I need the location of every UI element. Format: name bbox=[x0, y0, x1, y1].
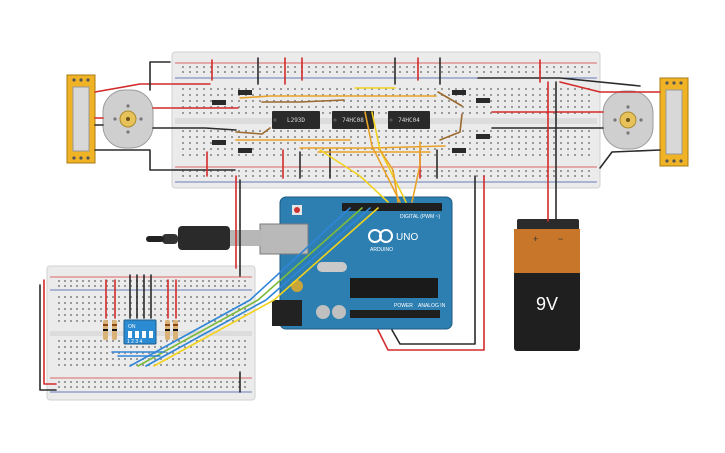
left-motor-assembly bbox=[66, 74, 154, 164]
right-dc-motor bbox=[602, 90, 654, 150]
chip-label: 74HC04 bbox=[398, 117, 420, 124]
digital-header-label: DIGITAL (PWM ~) bbox=[400, 214, 440, 220]
arduino-brand: ARDUINO bbox=[370, 247, 393, 253]
battery-plus: + bbox=[533, 234, 538, 244]
battery-minus: − bbox=[558, 234, 563, 244]
usb-cable bbox=[146, 226, 262, 250]
analog-header-label: ANALOG IN bbox=[418, 303, 446, 309]
wires bbox=[39, 57, 661, 393]
chip-label: L293D bbox=[287, 117, 305, 124]
top-board-components bbox=[212, 90, 490, 153]
chip-label: 74HC08 bbox=[342, 117, 364, 124]
top-breadboard bbox=[171, 51, 601, 189]
battery-9v: + − 9V bbox=[514, 219, 580, 351]
breadboard-holes bbox=[58, 280, 246, 388]
right-motor-assembly bbox=[602, 77, 689, 167]
arduino-logo bbox=[368, 229, 393, 243]
left-dc-motor bbox=[102, 89, 154, 149]
battery-label: 9V bbox=[536, 294, 558, 314]
resistors bbox=[103, 320, 178, 340]
dip-switch-label: ON bbox=[128, 324, 136, 330]
ic-chip-74hc04: 74HC04 bbox=[388, 111, 430, 129]
arduino-model: UNO bbox=[396, 232, 418, 243]
arduino-uno-board: ARDUINO UNO DIGITAL (PWM ~) POWER ANALOG… bbox=[259, 196, 453, 330]
ic-chip-74hc08: 74HC08 bbox=[332, 111, 374, 129]
dip-switch-positions: 1 2 3 4 bbox=[127, 339, 143, 345]
ic-chip-l293d: L293D bbox=[272, 111, 320, 129]
power-header-label: POWER bbox=[394, 303, 413, 309]
dip-switch[interactable]: ON 1 2 3 4 bbox=[123, 319, 157, 345]
